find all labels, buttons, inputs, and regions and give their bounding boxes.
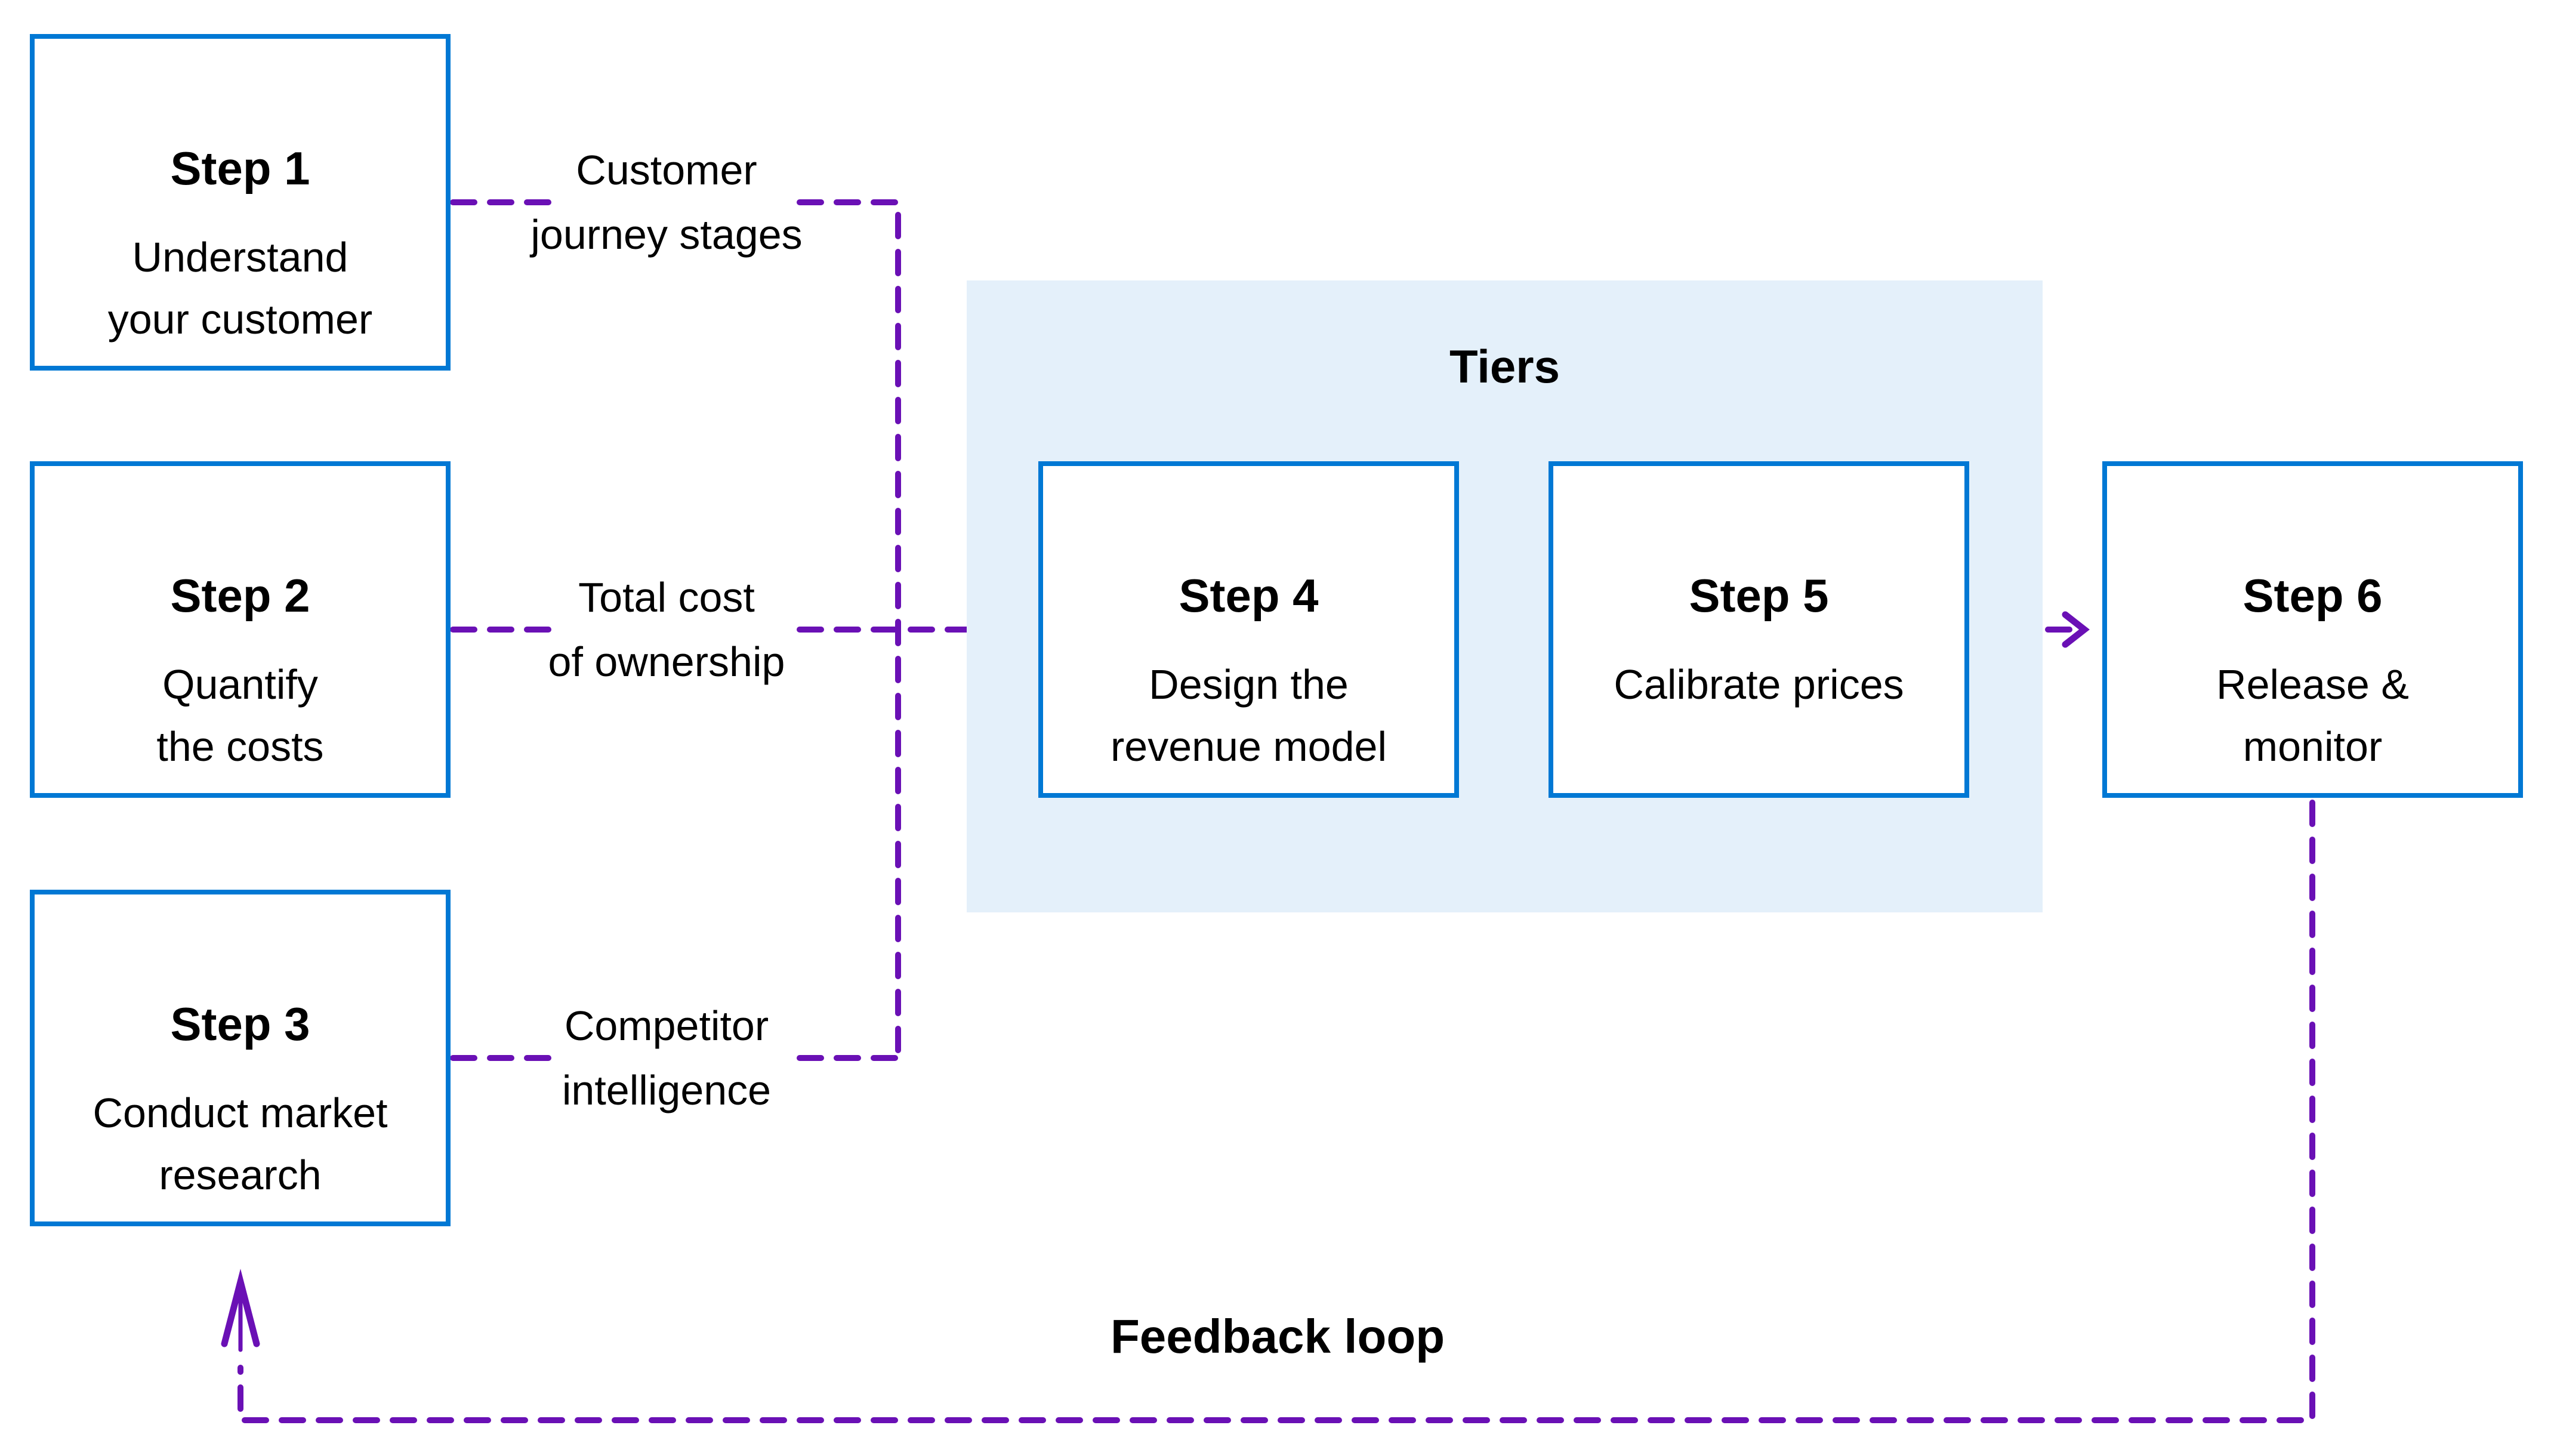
step3-title: Step 3 [170,998,310,1050]
step4-box: Step 4 Design the revenue model [1038,461,1459,798]
step1-elbow-and-trunk [797,199,901,1061]
step6-box: Step 6 Release & monitor [2102,461,2523,798]
step2-title: Step 2 [170,569,310,622]
step6-description-line1: Release & [2216,661,2409,708]
step6-description-line2: monitor [2243,723,2383,770]
step5-title: Step 5 [1689,569,1829,622]
arrowhead-into-step3-icon [221,1269,260,1347]
step1-description: Understand your customer [108,226,372,350]
step6-description: Release & monitor [2216,653,2409,778]
step3-description: Conduct market research [92,1082,387,1206]
step1-description-line1: Understand [132,234,348,280]
total-cost-of-ownership-line2: of ownership [548,638,785,685]
step2-box: Step 2 Quantify the costs [30,461,451,798]
step4-title: Step 4 [1179,569,1319,622]
competitor-intelligence-line2: intelligence [562,1067,772,1113]
competitor-intelligence-label: Competitor intelligence [428,994,905,1122]
step2-description: Quantify the costs [156,653,323,778]
customer-journey-stages-line1: Customer [576,147,757,193]
step5-description-line1: Calibrate prices [1614,661,1904,708]
step5-description: Calibrate prices [1614,653,1904,715]
step3-description-line2: research [159,1152,322,1198]
arrowhead-into-step6-icon [2062,611,2090,648]
step4-description-line2: revenue model [1110,723,1387,770]
step1-title: Step 1 [170,142,310,195]
step3-description-line1: Conduct market [92,1090,388,1136]
step1-description-line2: your customer [107,296,373,343]
step1-box: Step 1 Understand your customer [30,34,451,371]
step2-description-line2: the costs [156,723,324,770]
feedback-loop-connector [237,800,2315,1423]
step5-box: Step 5 Calibrate prices [1549,461,1969,798]
total-cost-of-ownership-label: Total cost of ownership [428,565,905,694]
total-cost-of-ownership-line1: Total cost [578,574,755,621]
step4-description-line1: Design the [1149,661,1349,708]
competitor-intelligence-line1: Competitor [564,1002,769,1049]
feedback-loop-label: Feedback loop [1110,1310,1445,1363]
step4-description: Design the revenue model [1111,653,1387,778]
step3-box: Step 3 Conduct market research [30,890,451,1226]
tiers-region-title: Tiers [1449,340,1560,393]
step6-title: Step 6 [2243,569,2383,622]
customer-journey-stages-label: Customer journey stages [428,138,905,267]
customer-journey-stages-line2: journey stages [530,211,803,258]
step2-description-line1: Quantify [162,661,318,708]
